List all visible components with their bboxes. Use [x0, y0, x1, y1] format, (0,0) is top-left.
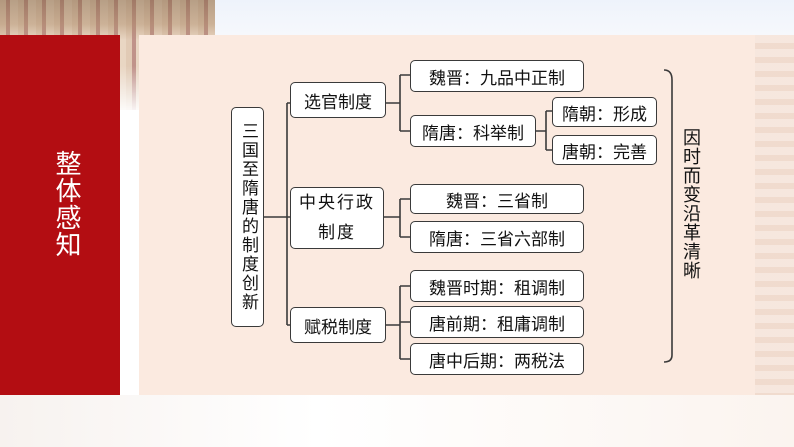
early-tang-tax: 唐前期：租庸调制: [410, 306, 584, 338]
branch-central-admin: 中央行政制度: [290, 187, 384, 249]
conclusion-text: 因时而变沿革清晰: [680, 128, 701, 280]
palace-roof-decoration: [0, 0, 215, 40]
section-title: 整体感知: [51, 150, 81, 258]
wei-jin-tax: 魏晋时期：租调制: [410, 270, 584, 302]
wei-jin-central: 魏晋：三省制: [410, 184, 584, 214]
branch-official-selection: 选官制度: [290, 82, 386, 118]
sky-background: [215, 0, 794, 35]
wei-jin-official: 魏晋：九品中正制: [410, 60, 584, 92]
tang-keju-improved: 唐朝：完善: [552, 135, 657, 165]
central-connector: [384, 198, 410, 238]
bottom-background: [0, 395, 794, 447]
sui-tang-central: 隋唐：三省六部制: [410, 221, 584, 253]
mid-late-tang-tax: 唐中后期：两税法: [410, 343, 584, 375]
sui-tang-keju: 隋唐：科举制: [410, 115, 536, 147]
section-title-panel: [0, 35, 120, 395]
wall-photo-decoration: [755, 35, 794, 395]
branch-taxation: 赋税制度: [290, 307, 386, 343]
sui-keju-formed: 隋朝：形成: [552, 97, 657, 127]
root-box: 三国至隋唐的制度创新: [231, 107, 264, 327]
keju-connector: [536, 110, 552, 151]
summary-brace: [663, 69, 673, 363]
root-connector: [264, 102, 290, 326]
tax-connector: [386, 285, 410, 360]
official-connector: [386, 74, 410, 132]
